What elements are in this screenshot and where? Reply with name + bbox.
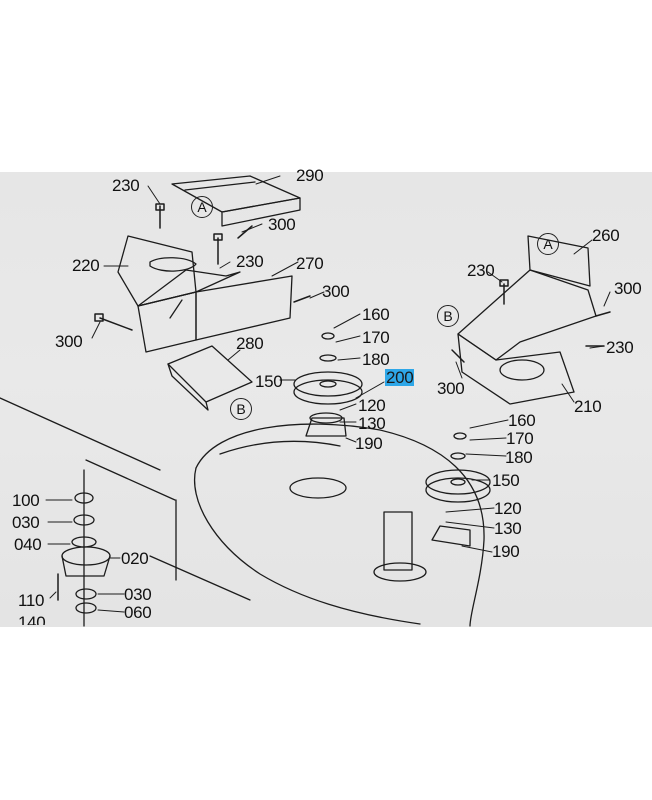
part-label: 140	[18, 613, 46, 632]
part-label: 160	[362, 305, 390, 324]
part-label: 300	[614, 279, 642, 298]
left-pulley-part-150	[293, 332, 363, 437]
part-label: 170	[506, 429, 534, 448]
part-label: 150	[492, 471, 520, 490]
part-label: 110	[18, 591, 45, 610]
leader-lines	[45, 175, 611, 613]
ref-circle-b-right: B	[437, 305, 459, 327]
part-label: 180	[505, 448, 533, 467]
part-label: 120	[358, 396, 386, 415]
mower-deck	[0, 397, 485, 627]
part-label: 020	[121, 549, 149, 568]
part-label: 230	[112, 176, 140, 195]
right-shield-part-260	[457, 235, 597, 405]
part-label: 130	[358, 414, 386, 433]
highlighted-part-label: 200	[385, 368, 415, 387]
part-label: 210	[574, 397, 602, 416]
part-label: 100	[12, 491, 40, 510]
part-label: 190	[355, 434, 383, 453]
bolt-fasteners	[57, 203, 611, 601]
part-label: 300	[268, 215, 296, 234]
part-label: 300	[55, 332, 83, 351]
plate-part-280	[167, 345, 253, 411]
right-pulley-part-150	[425, 432, 491, 547]
ref-circle-a-top: A	[191, 196, 213, 218]
part-label: 260	[592, 226, 620, 245]
part-label: 040	[14, 535, 42, 554]
part-label: 130	[494, 519, 522, 538]
part-label: 230	[236, 252, 264, 271]
spindle-parts	[61, 469, 111, 627]
part-label: 060	[124, 603, 152, 622]
part-label: 230	[467, 261, 495, 280]
ref-circle-b-left: B	[230, 398, 252, 420]
left-shield-part-220	[117, 235, 293, 353]
part-label: 160	[508, 411, 536, 430]
part-label: 280	[236, 334, 264, 353]
part-label: 300	[437, 379, 465, 398]
part-label: 150	[255, 372, 283, 391]
part-label: 120	[494, 499, 522, 518]
part-label: 290	[296, 166, 324, 185]
part-label: 230	[606, 338, 634, 357]
part-label: 300	[322, 282, 350, 301]
ref-circle-a-right: A	[537, 233, 559, 255]
part-label: 180	[362, 350, 390, 369]
part-label: 190	[492, 542, 520, 561]
part-label: 170	[362, 328, 390, 347]
part-label: 220	[72, 256, 100, 275]
part-label: 030	[12, 513, 40, 532]
part-label: 270	[296, 254, 324, 273]
part-label: 030	[124, 585, 152, 604]
